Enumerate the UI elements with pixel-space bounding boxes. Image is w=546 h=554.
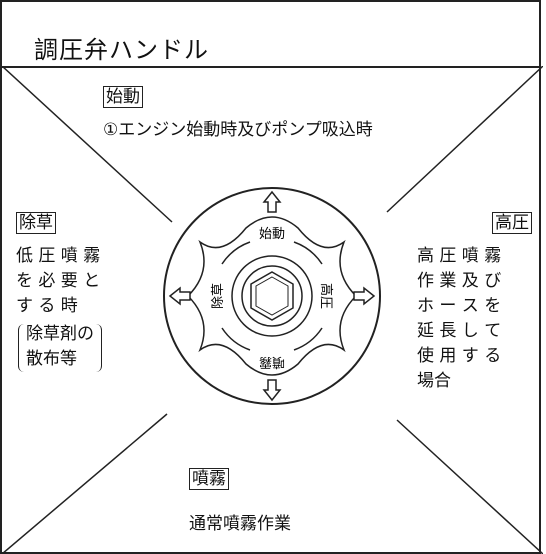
dial-label-right: 高圧 <box>318 283 334 309</box>
left-desc-line-3: す る 時 <box>16 296 78 316</box>
dial-label-top: 始動 <box>259 227 285 242</box>
title-bar: 調圧弁ハンドル <box>0 0 541 68</box>
right-mode-label: 高圧 <box>492 212 532 234</box>
left-bracket-line-1: 除草剤の <box>26 324 94 344</box>
bottom-mode-description: 通常噴霧作業 <box>189 514 291 534</box>
left-mode-label: 除草 <box>16 212 56 234</box>
dial-curve-arrow-icon <box>221 241 251 265</box>
left-desc-line-1: 低 圧 噴 霧 <box>16 246 101 266</box>
dial-arrow-up-icon <box>262 190 282 213</box>
left-bracket-note: 除草剤の 散布等 <box>18 322 102 372</box>
dial-scallop <box>186 216 358 376</box>
dial-label-left: 除草 <box>211 283 226 309</box>
diagonal-top-right <box>386 66 543 213</box>
diagram-lines <box>2 66 543 554</box>
diagonal-bottom-right <box>396 419 543 554</box>
diagram-title: 調圧弁ハンドル <box>34 36 209 64</box>
left-mode-description: 低 圧 噴 霧 を 必 要 と す る 時 <box>16 244 100 319</box>
right-mode-description: 高 圧 噴 霧 作 業 及 び ホ ー ス を 延 長 し て 使 用 す る … <box>417 244 501 394</box>
right-desc-line-6: 場合 <box>417 371 451 391</box>
bottom-mode-label: 噴霧 <box>189 468 229 490</box>
right-desc-line-4: 延 長 し て <box>417 321 502 341</box>
diagonal-top-left <box>2 66 173 223</box>
diagonal-bottom-left <box>2 413 168 554</box>
dial-arrow-down-icon <box>262 379 282 402</box>
left-bracket-line-2: 散布等 <box>26 349 77 369</box>
left-desc-line-2: を 必 要 と <box>16 271 101 291</box>
dial-label-bottom: 噴霧 <box>259 354 285 369</box>
top-mode-label: 始動 <box>103 86 143 108</box>
dial-hex-nut <box>250 271 294 321</box>
right-desc-line-1: 高 圧 噴 霧 <box>417 246 502 266</box>
dial-arrow-right-icon <box>353 286 376 306</box>
dial-arrow-left-icon <box>168 286 191 306</box>
right-desc-line-3: ホ ー ス を <box>417 296 502 316</box>
top-mode-description: ①エンジン始動時及びポンプ吸込時 <box>103 120 373 140</box>
diagram-panel: 始動 ①エンジン始動時及びポンプ吸込時 除草 低 圧 噴 霧 を 必 要 と す… <box>0 66 543 554</box>
right-desc-line-5: 使 用 す る <box>417 346 502 366</box>
right-desc-line-2: 作 業 及 び <box>417 271 502 291</box>
pressure-valve-dial: 始動 噴霧 除草 高圧 <box>163 187 381 405</box>
